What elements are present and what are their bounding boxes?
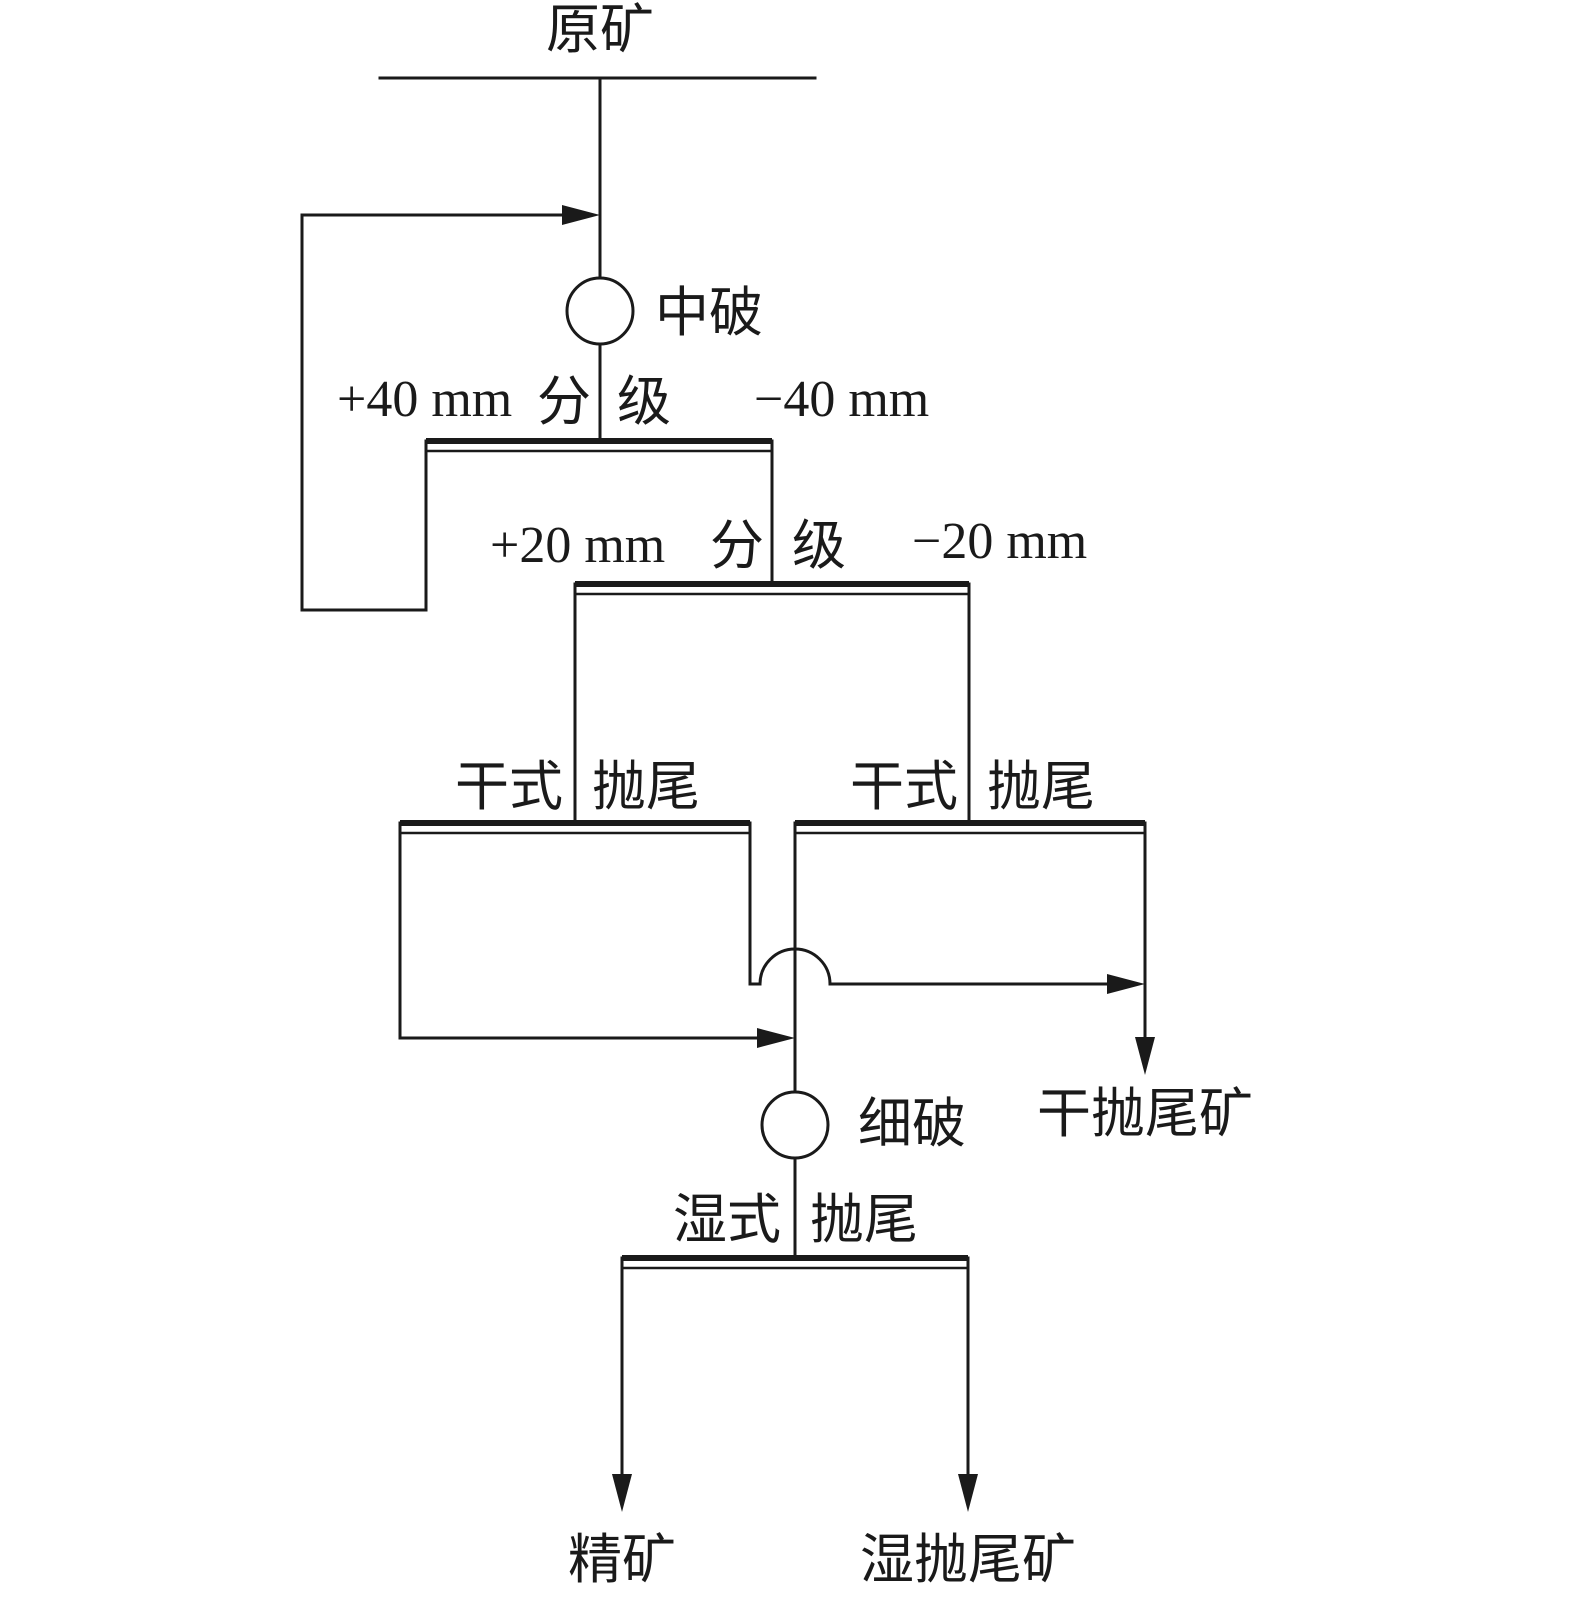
screen-40-label-left: 分 [537,370,591,433]
dry-sep-right-label-right: 抛尾 [987,755,1095,818]
dry-sep-left-label-left: 干式 [455,755,563,818]
dry-sep-left-concentrate-arrow [757,1028,795,1048]
wet-sep-label-left: 湿式 [673,1188,781,1251]
feed-label: 原矿 [546,0,654,61]
screen-20-oversize-label: +20 mm [490,517,665,574]
dry-tailings-label: 干抛尾矿 [1037,1082,1253,1145]
dry-tailings-arrow [1135,1037,1155,1075]
screen-20-undersize-label: −20 mm [912,513,1087,570]
fine-crusher-label: 细破 [858,1092,966,1155]
recycle-arrow-head [562,205,600,225]
dry-sep-left-label-right: 抛尾 [592,755,700,818]
medium-crusher-label: 中破 [655,281,763,344]
medium-crusher-node [565,276,635,346]
concentrate-arrow [612,1474,632,1512]
screen-40-oversize-label: +40 mm [337,371,512,428]
dry-sep-left-tailings-stream [748,821,1112,986]
wet-tailings-arrow [958,1474,978,1512]
screen-40-label-right: 级 [617,370,671,433]
wet-tailings-label: 湿抛尾矿 [860,1528,1076,1591]
wet-sep-label-right: 抛尾 [810,1188,918,1251]
screen-20-label-right: 级 [792,514,846,577]
fine-crusher-node [760,1090,830,1160]
dry-tailings-merge-arrow [1107,974,1145,994]
screen-40-undersize-label: −40 mm [754,371,929,428]
screen-20-label-left: 分 [710,514,764,577]
dry-sep-right-label-left: 干式 [850,755,958,818]
concentrate-label: 精矿 [568,1528,676,1591]
